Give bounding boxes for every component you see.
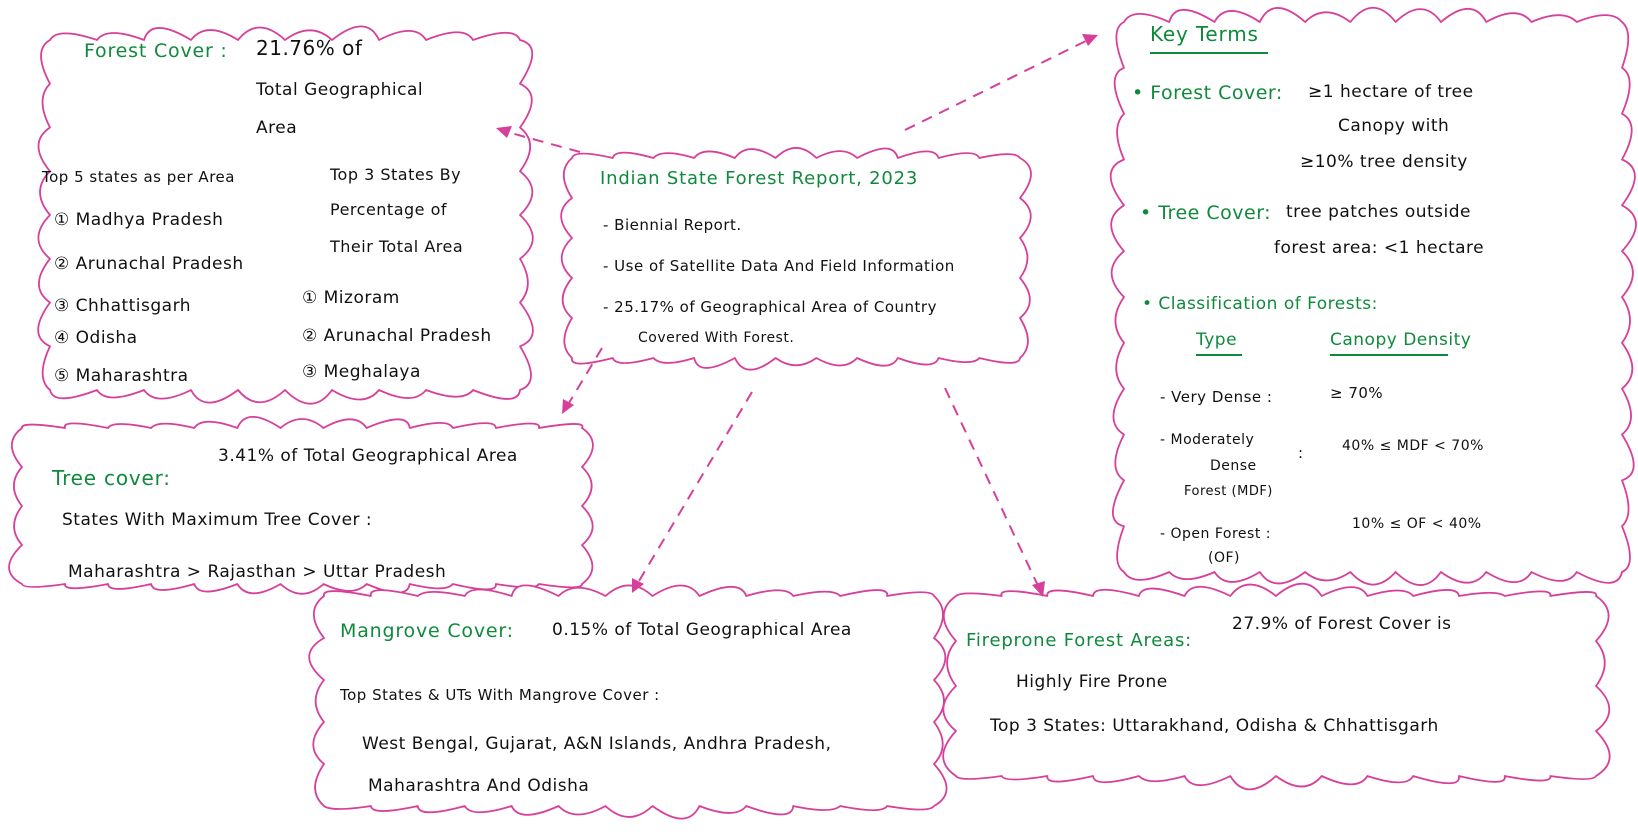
fire-value: 27.9% of Forest Cover is — [1232, 614, 1452, 634]
arrow-to-key-terms — [1082, 34, 1098, 46]
connector-to-forest-cover — [499, 129, 581, 153]
report-title: Indian State Forest Report, 2023 — [600, 168, 919, 189]
connector-to-mangrove — [635, 391, 753, 587]
kt-col-type: Type — [1196, 330, 1238, 350]
forest-cover-value-line3: Area — [256, 118, 298, 138]
report-point-3: - 25.17% of Geographical Area of Country — [603, 298, 937, 316]
kt-row-moderately-colon: : — [1298, 444, 1304, 462]
report-cloud — [560, 147, 1032, 371]
arrow-to-tree-cover — [562, 399, 574, 414]
kt-col-density-underline — [1330, 354, 1448, 356]
top-area-title: Top 5 states as per Area — [42, 168, 235, 186]
kt-row-type-moderately-line3: Forest (MDF) — [1184, 484, 1273, 499]
top-pct-item-1: ① Mizoram — [302, 288, 400, 308]
kt-tree-cover-line1: tree patches outside — [1286, 202, 1471, 222]
top-area-item-2: ② Arunachal Pradesh — [54, 254, 244, 274]
tree-cover-value: 3.41% of Total Geographical Area — [218, 446, 518, 466]
forest-cover-label: Forest Cover : — [84, 40, 228, 62]
kt-row-type-open-forest: - Open Forest : — [1160, 526, 1271, 542]
top-area-item-5: ⑤ Maharashtra — [54, 366, 189, 386]
tree-cover-states: Maharashtra > Rajasthan > Uttar Pradesh — [68, 562, 447, 582]
key-terms-title-underline — [1150, 52, 1268, 54]
forest-cover-cloud — [37, 25, 534, 405]
kt-classification-title: • Classification of Forests: — [1142, 294, 1378, 314]
kt-row-type-very-dense: - Very Dense : — [1160, 388, 1273, 406]
top-area-item-1: ① Madhya Pradesh — [54, 210, 224, 230]
kt-col-density: Canopy Density — [1330, 330, 1472, 350]
fire-label: Fireprone Forest Areas: — [966, 630, 1192, 651]
mangrove-states-title: Top States & UTs With Mangrove Cover : — [340, 686, 660, 704]
kt-row-density-moderately: 40% ≤ MDF < 70% — [1342, 438, 1484, 454]
forest-cover-value-line2: Total Geographical — [256, 80, 424, 100]
top-pct-title-2: Percentage of — [330, 200, 448, 219]
top-pct-title-1: Top 3 States By — [330, 165, 462, 184]
key-terms-title: Key Terms — [1150, 22, 1259, 46]
kt-row-type-moderately: - Moderately — [1160, 432, 1255, 448]
kt-col-type-underline — [1196, 354, 1242, 356]
key-terms-cloud — [1109, 6, 1637, 586]
kt-forest-cover-line2: Canopy with — [1338, 116, 1450, 136]
fire-states: Top 3 States: Uttarakhand, Odisha & Chha… — [990, 716, 1439, 736]
top-pct-item-3: ③ Meghalaya — [302, 362, 421, 382]
connector-to-fire — [944, 387, 1041, 591]
tree-cover-cloud — [8, 415, 594, 595]
mangrove-states-line1: West Bengal, Gujarat, A&N Islands, Andhr… — [362, 734, 832, 754]
fire-cloud — [942, 582, 1611, 791]
kt-tree-cover-label: • Tree Cover: — [1140, 202, 1272, 224]
arrow-to-mangrove — [632, 578, 644, 593]
mangrove-cloud — [308, 584, 948, 820]
mangrove-value: 0.15% of Total Geographical Area — [552, 620, 852, 640]
report-point-3-cont: Covered With Forest. — [638, 330, 795, 346]
tree-cover-states-title: States With Maximum Tree Cover : — [62, 510, 373, 530]
fire-value-cont: Highly Fire Prone — [1016, 672, 1168, 692]
kt-row-type-open-forest-line2: (OF) — [1208, 550, 1240, 566]
top-pct-item-2: ② Arunachal Pradesh — [302, 326, 492, 346]
arrow-to-fire — [1032, 581, 1045, 597]
connector-to-key-terms — [904, 37, 1093, 131]
top-area-item-4: ④ Odisha — [54, 328, 138, 348]
top-pct-title-3: Their Total Area — [330, 237, 464, 256]
forest-cover-value: 21.76% of — [256, 36, 363, 60]
mangrove-label: Mangrove Cover: — [340, 620, 514, 642]
kt-forest-cover-line1: ≥1 hectare of tree — [1308, 82, 1474, 102]
kt-row-density-very-dense: ≥ 70% — [1330, 384, 1384, 402]
tree-cover-label: Tree cover: — [52, 466, 171, 490]
arrow-to-forest-cover — [496, 126, 512, 138]
report-point-2: - Use of Satellite Data And Field Inform… — [603, 257, 955, 275]
connector-to-tree-cover — [565, 347, 603, 409]
kt-forest-cover-line3: ≥10% tree density — [1300, 152, 1468, 172]
kt-row-type-moderately-line2: Dense — [1210, 458, 1257, 474]
kt-row-density-open-forest: 10% ≤ OF < 40% — [1352, 516, 1482, 532]
top-area-item-3: ③ Chhattisgarh — [54, 296, 192, 316]
mangrove-states-line2: Maharashtra And Odisha — [368, 776, 590, 796]
kt-forest-cover-label: • Forest Cover: — [1132, 82, 1283, 104]
kt-tree-cover-line2: forest area: <1 hectare — [1274, 238, 1485, 258]
report-point-1: - Biennial Report. — [603, 216, 742, 234]
